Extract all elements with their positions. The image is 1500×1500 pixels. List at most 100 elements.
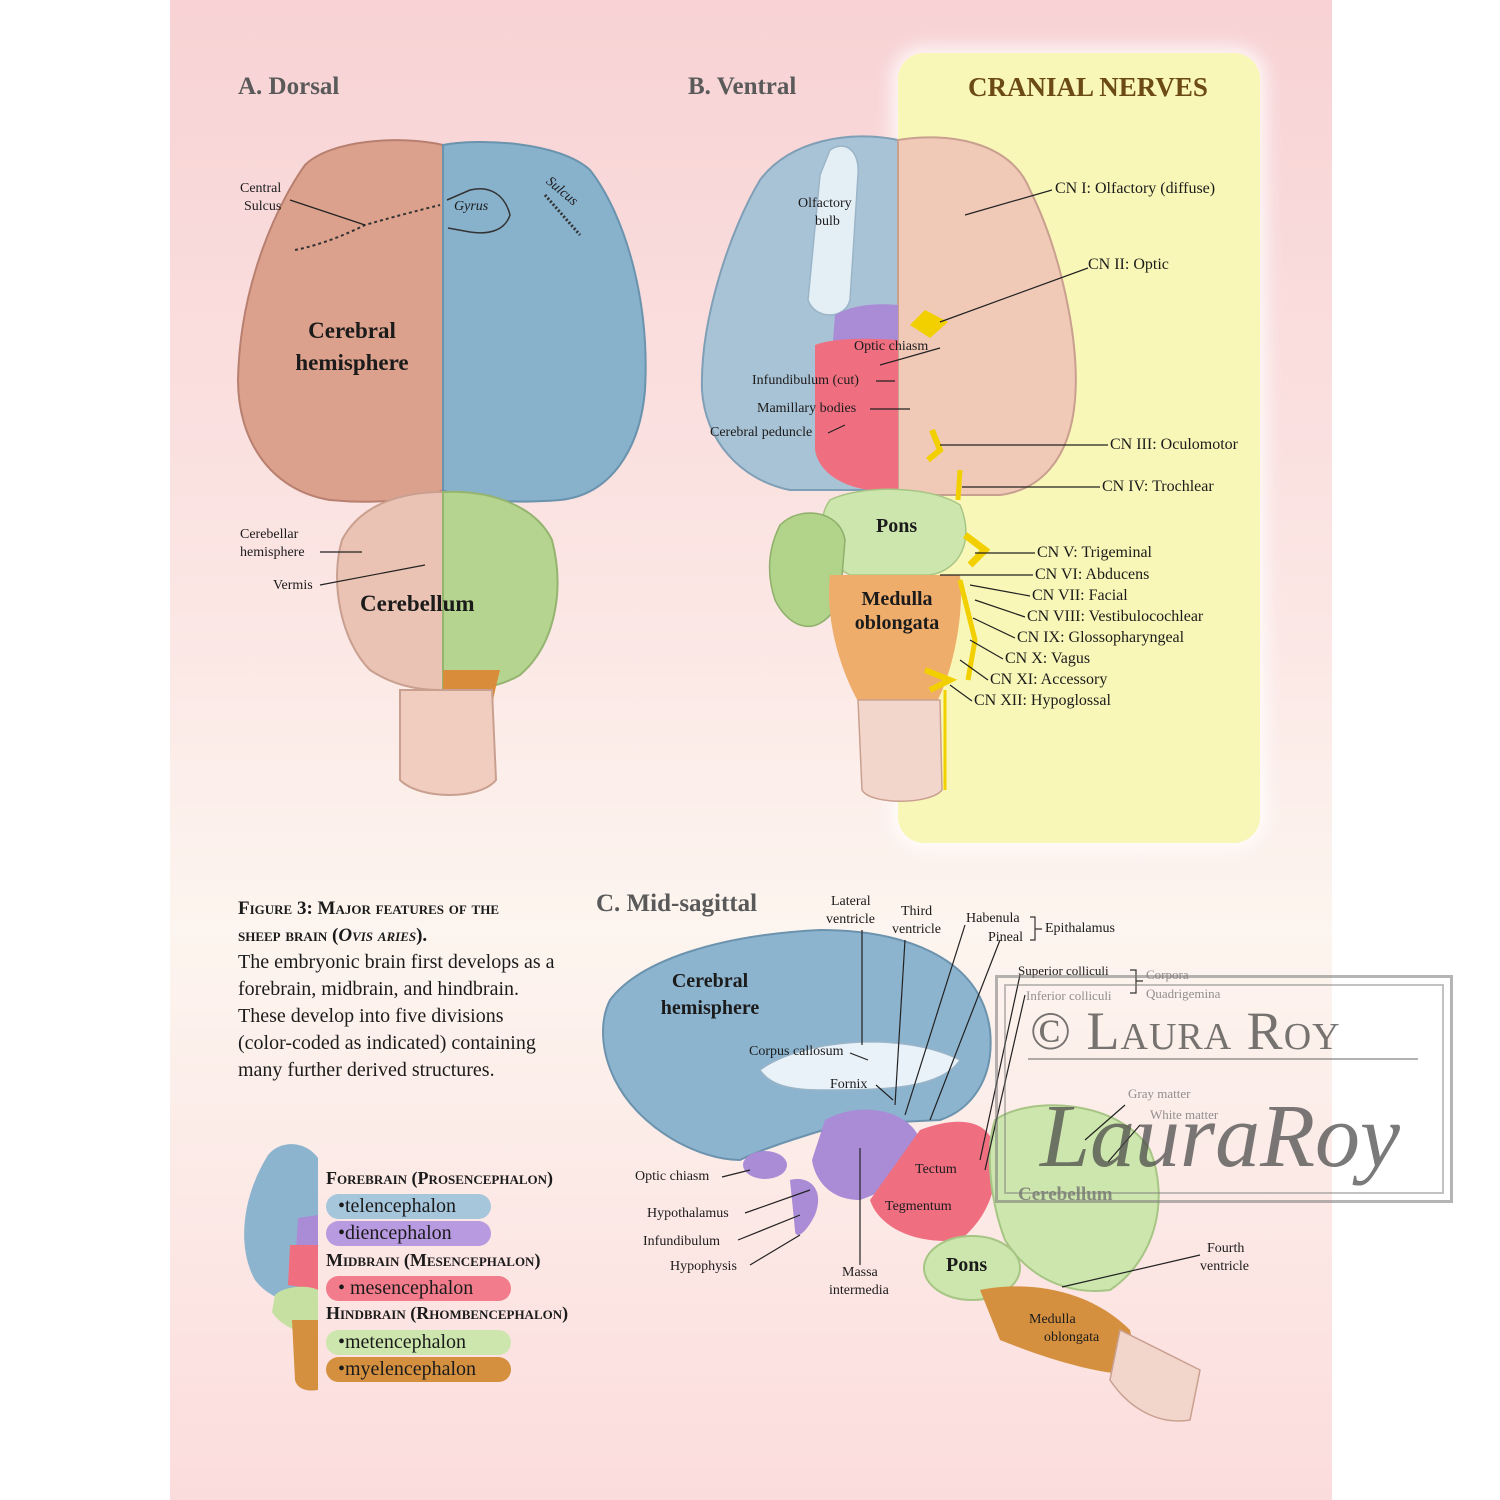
ventral-olfactory-bulb	[807, 145, 859, 316]
label-lateral-ventricle-1: Lateral	[831, 894, 871, 909]
label-fourth-ventricle-1: Fourth	[1207, 1241, 1245, 1256]
ventral-cerebellum-side	[768, 512, 846, 628]
label-hypophysis: Hypophysis	[670, 1259, 737, 1274]
legend-diencephalon-shape	[296, 1215, 318, 1250]
legend-hindbrain: Hindbrain (Rhombencephalon)	[326, 1303, 569, 1323]
label-pineal: Pineal	[988, 930, 1023, 945]
sagittal-brain	[602, 916, 1201, 1422]
legend-telencephalon: •telencephalon	[326, 1194, 491, 1219]
label-central-sulcus-2: Sulcus	[244, 199, 282, 214]
label-tectum: Tectum	[915, 1162, 957, 1177]
label-cerebral-hemisphere-1: Cerebral	[308, 318, 396, 343]
cn-3-label: CN III: Oculomotor	[1110, 436, 1238, 453]
label-sagittal-optic-chiasm: Optic chiasm	[635, 1169, 710, 1184]
sagittal-medulla	[980, 1286, 1140, 1375]
label-infundibulum-cut: Infundibulum (cut)	[752, 373, 859, 388]
legend-mesencephalon: • mesencephalon	[326, 1276, 511, 1301]
sagittal-optic-chiasm	[743, 1151, 787, 1179]
label-ventral-pons: Pons	[876, 515, 918, 537]
label-central-sulcus-1: Central	[240, 181, 282, 196]
legend-myelencephalon: •myelencephalon	[326, 1357, 511, 1382]
dorsal-heading: A. Dorsal	[238, 73, 340, 100]
label-epithalamus: Epithalamus	[1045, 921, 1115, 936]
sagittal-pons	[923, 1235, 1021, 1301]
label-superior-colliculi: Superior colliculi	[1018, 963, 1109, 978]
sagittal-hypothalamus	[790, 1179, 819, 1235]
figure-caption: Figure 3: Major features of the sheep br…	[238, 895, 558, 1084]
label-corpora: Corpora	[1146, 967, 1189, 982]
artist-signature: LauraRoy	[1040, 1087, 1400, 1186]
label-fornix: Fornix	[830, 1077, 868, 1092]
dorsal-spinal-cord	[399, 689, 498, 796]
label-inferior-colliculi: Inferior colliculi	[1026, 988, 1112, 1003]
copyright-watermark	[995, 975, 1453, 1203]
label-third-ventricle-2: ventricle	[892, 922, 941, 937]
label-gray-matter: Gray matter	[1128, 1086, 1191, 1101]
label-habenula: Habenula	[966, 911, 1020, 926]
sagittal-corpus-callosum	[758, 1041, 962, 1091]
label-cerebral-peduncle: Cerebral peduncle	[710, 425, 813, 440]
label-sagittal-medulla-2: oblongata	[1044, 1330, 1100, 1345]
caption-species: Ovis aries	[338, 925, 417, 946]
caption-title-line-1: Figure 3: Major features of the	[238, 898, 500, 919]
label-cerebellar-hemisphere-1: Cerebellar	[240, 527, 299, 542]
caption-body: The embryonic brain first develops as a …	[238, 951, 555, 1081]
legend-metencephalon: •metencephalon	[326, 1330, 511, 1355]
cn-10-label: CN X: Vagus	[1005, 650, 1091, 667]
label-cerebral-hemisphere-2: hemisphere	[295, 350, 409, 375]
sagittal-spinal-cord	[1109, 1328, 1201, 1422]
label-corpus-callosum: Corpus callosum	[749, 1044, 844, 1059]
legend-myelencephalon-shape	[292, 1320, 318, 1391]
ventral-midbrain	[815, 338, 898, 491]
label-sagittal-cerebral-1: Cerebral	[671, 970, 749, 992]
cn-6-label: CN VI: Abducens	[1035, 566, 1150, 583]
label-hypothalamus: Hypothalamus	[647, 1206, 729, 1221]
label-massa-2: intermedia	[829, 1283, 889, 1298]
label-olfactory-bulb-1: Olfactory	[798, 196, 852, 211]
cn-5-label: CN V: Trigeminal	[1037, 544, 1152, 561]
label-sagittal-cerebellum: Cerebellum	[1018, 1184, 1113, 1205]
label-gyrus: Gyrus	[454, 199, 489, 214]
label-ventral-medulla-2: oblongata	[854, 612, 940, 634]
label-mamillary-bodies: Mamillary bodies	[757, 401, 857, 416]
ventral-right-hemisphere	[897, 136, 1077, 496]
label-olfactory-bulb-2: bulb	[815, 214, 840, 229]
cn-9-label: CN IX: Glossopharyngeal	[1017, 629, 1185, 646]
dorsal-right-hemisphere	[442, 141, 647, 503]
label-sagittal-medulla-1: Medulla	[1029, 1312, 1076, 1327]
cn-8-label: CN VIII: Vestibulocochlear	[1027, 608, 1204, 625]
label-sagittal-pons: Pons	[946, 1254, 988, 1276]
dorsal-left-hemisphere	[236, 139, 444, 503]
cn-12-label: CN XII: Hypoglossal	[974, 692, 1111, 709]
caption-title-line-2: sheep brain (Ovis aries).	[238, 925, 428, 946]
ventral-heading: B. Ventral	[688, 73, 797, 100]
label-quadrigemina: Quadrigemina	[1146, 986, 1221, 1001]
sagittal-cerebrum	[602, 928, 992, 1162]
label-cerebellar-hemisphere-2: hemisphere	[240, 545, 305, 560]
label-infundibulum: Infundibulum	[643, 1234, 720, 1249]
cn-11-label: CN XI: Accessory	[990, 671, 1108, 688]
label-lateral-ventricle-2: ventricle	[826, 912, 875, 927]
dorsal-brain	[236, 139, 647, 796]
cn-2-label: CN II: Optic	[1088, 256, 1169, 273]
legend-diencephalon: •diencephalon	[326, 1221, 491, 1246]
label-ventral-medulla-1: Medulla	[861, 588, 933, 610]
dorsal-cerebellum-left	[336, 490, 444, 692]
legend-mesencephalon-shape	[288, 1245, 318, 1290]
legend-forebrain: Forebrain (Prosencephalon)	[326, 1168, 554, 1188]
cn-1-label: CN I: Olfactory (diffuse)	[1055, 180, 1216, 197]
label-fourth-ventricle-2: ventricle	[1200, 1259, 1249, 1274]
copyright-divider	[1028, 1058, 1418, 1060]
label-tegmentum: Tegmentum	[885, 1199, 952, 1214]
ventral-brain	[700, 135, 1108, 802]
cn-7-label: CN VII: Facial	[1032, 587, 1128, 604]
cranial-nerves-heading: CRANIAL NERVES	[968, 72, 1208, 102]
label-optic-chiasm-ventral: Optic chiasm	[854, 339, 929, 354]
label-white-matter: White matter	[1150, 1107, 1219, 1122]
legend-midbrain: Midbrain (Mesencephalon)	[326, 1250, 541, 1270]
label-vermis: Vermis	[273, 578, 313, 593]
label-third-ventricle-1: Third	[901, 904, 933, 919]
label-dorsal-cerebellum: Cerebellum	[360, 591, 475, 616]
midsagittal-heading: C. Mid-sagittal	[596, 890, 758, 917]
